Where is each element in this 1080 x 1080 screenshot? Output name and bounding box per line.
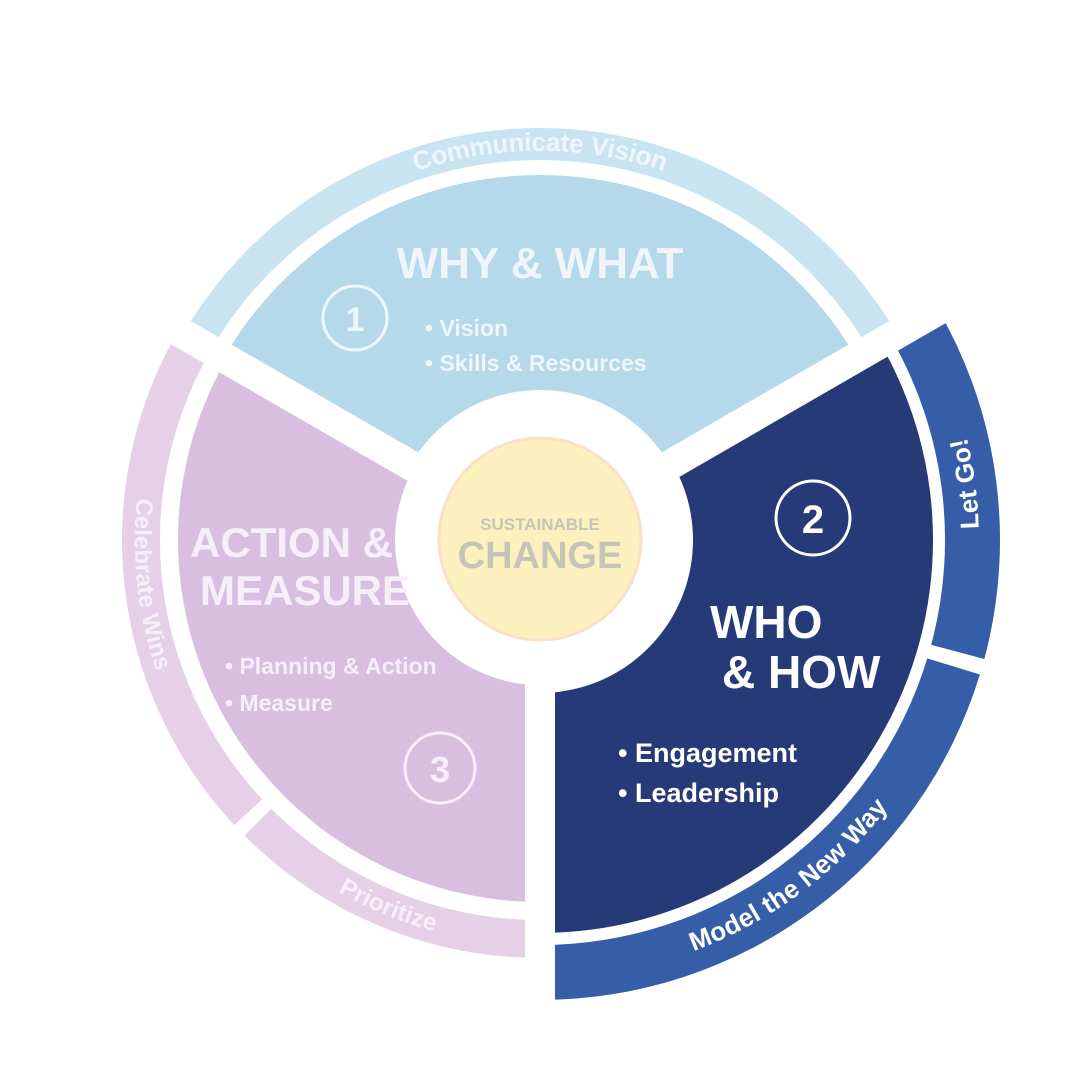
who-how-title-2: & HOW <box>722 646 881 698</box>
action-title-1: ACTION & <box>190 519 393 566</box>
segment-divider <box>619 287 964 503</box>
step-2-badge <box>774 479 852 557</box>
why-bullet-1: • Vision <box>425 315 508 341</box>
step-1-number: 1 <box>346 301 365 339</box>
step-2-number: 2 <box>802 498 824 542</box>
who-bullet-1: • Engagement <box>618 738 797 768</box>
step-3-badge <box>403 731 477 805</box>
action-title-2: MEASURE <box>200 567 410 614</box>
action-measure-segment <box>177 359 540 902</box>
who-how-title-1: WHO <box>710 596 822 648</box>
action-bullet-1: • Planning & Action <box>225 653 437 679</box>
who-how-segment <box>540 343 933 933</box>
why-bullet-2: • Skills & Resources <box>425 350 647 376</box>
let-go-ring <box>890 310 1000 660</box>
ring-label-celebrate-wins: Celebrate Wins <box>129 498 177 674</box>
why-what-title: WHY & WHAT <box>397 239 684 288</box>
communicate-vision-ring <box>183 128 897 350</box>
step-1-badge <box>321 284 389 352</box>
center-line2: CHANGE <box>458 535 623 577</box>
who-bullet-2: • Leadership <box>618 778 779 808</box>
step-3-number: 3 <box>430 749 450 790</box>
center-circle <box>437 436 643 642</box>
segment-divider <box>116 287 461 503</box>
why-what-segment <box>223 175 857 465</box>
action-bullet-2: • Measure <box>225 690 333 716</box>
model-new-way-ring <box>540 658 980 1000</box>
center-line1: SUSTAINABLE <box>480 515 600 534</box>
prioritize-ring <box>244 808 540 958</box>
celebrate-wins-ring <box>122 331 263 826</box>
